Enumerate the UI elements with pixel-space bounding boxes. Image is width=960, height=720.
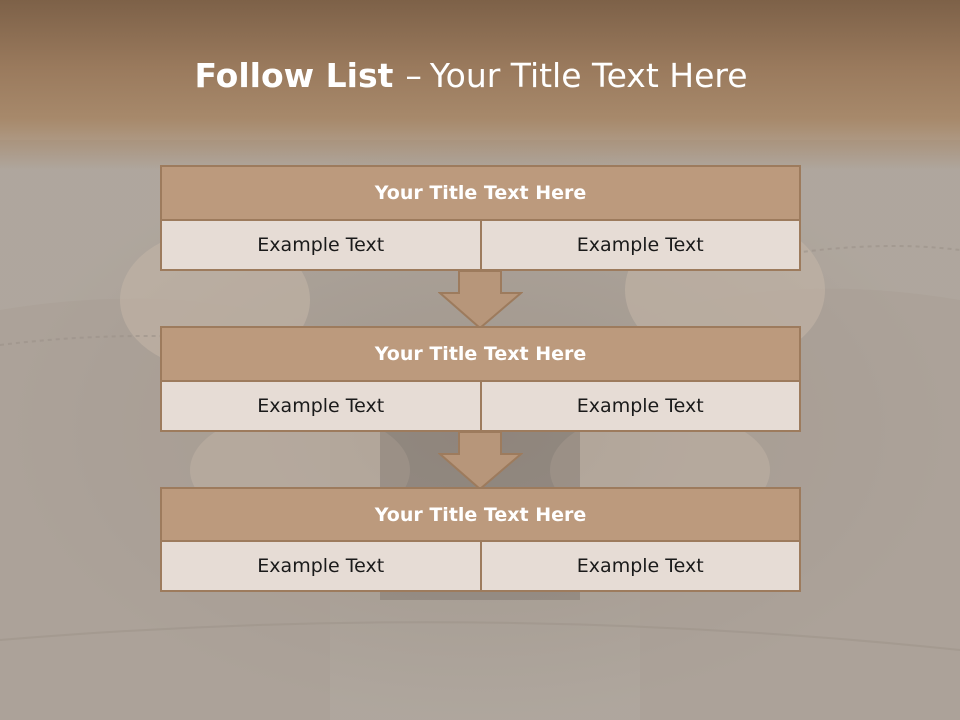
list-block-1: Your Title Text Here Example Text Exampl… [160, 165, 801, 271]
block-row: Example Text Example Text [160, 221, 801, 271]
title-dash: – [405, 56, 422, 95]
list-block-2: Your Title Text Here Example Text Exampl… [160, 326, 801, 432]
block-cell-left: Example Text [160, 542, 482, 592]
block-title: Your Title Text Here [160, 326, 801, 382]
block-cell-left: Example Text [160, 382, 482, 432]
block-row: Example Text Example Text [160, 542, 801, 592]
header-band [0, 0, 960, 170]
slide-title: Follow List–Your Title Text Here [0, 52, 942, 100]
arrow-down-icon [438, 431, 523, 491]
block-row: Example Text Example Text [160, 382, 801, 432]
block-title: Your Title Text Here [160, 487, 801, 542]
title-bold-part: Follow List [194, 56, 394, 95]
block-cell-right: Example Text [481, 382, 801, 432]
list-block-3: Your Title Text Here Example Text Exampl… [160, 487, 801, 592]
block-cell-left: Example Text [160, 221, 482, 271]
block-cell-right: Example Text [481, 542, 801, 592]
arrow-down-icon [438, 270, 523, 330]
title-rest-part: Your Title Text Here [429, 56, 748, 95]
block-title: Your Title Text Here [160, 165, 801, 221]
block-cell-right: Example Text [481, 221, 801, 271]
